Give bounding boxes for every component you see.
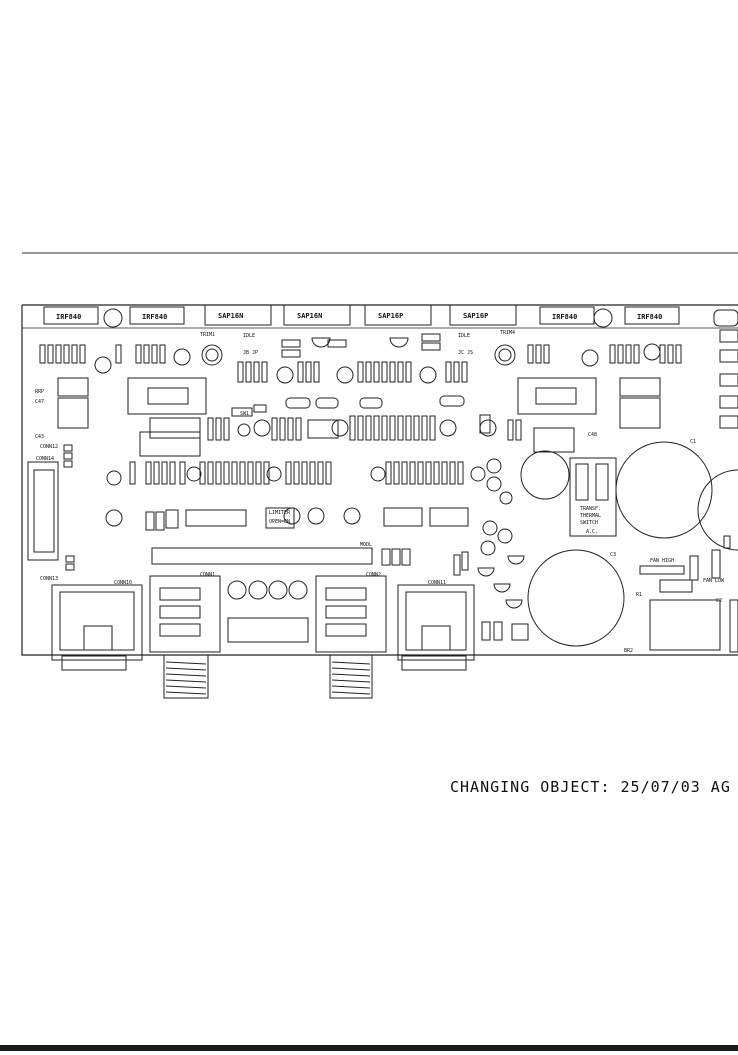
device-label: IRF840 xyxy=(552,313,577,321)
electrolytic-capacitor xyxy=(520,450,570,500)
device-label: IRF840 xyxy=(637,313,662,321)
thread-hatching xyxy=(165,661,371,695)
conn11-label: CONN11 xyxy=(428,580,446,586)
trimmer-right xyxy=(494,344,516,366)
c48-label: C48 xyxy=(588,432,597,438)
device-label: SAP16P xyxy=(463,312,488,320)
limiter-label: LIMITER xyxy=(269,510,291,516)
jp-left-label: JB JP xyxy=(243,350,258,356)
transf-label: TRANSF. xyxy=(580,506,601,512)
open-on-label: OPEN=ON xyxy=(269,519,290,525)
thermal-label: THERMAL xyxy=(580,513,601,519)
c3-label: C3 xyxy=(610,552,616,558)
device-label: SAP16N xyxy=(297,312,322,320)
c47-label: C47 xyxy=(35,399,44,405)
ac-label: A.C. xyxy=(586,529,598,535)
conn1-label: CONN1 xyxy=(200,572,215,578)
device-label: IRF840 xyxy=(56,313,81,321)
device-label: IRF840 xyxy=(142,313,167,321)
idle-right-label: IDLE xyxy=(458,333,470,339)
electrolytic-capacitor xyxy=(527,549,625,647)
switch-label: SWITCH xyxy=(580,520,598,526)
c2-label: C2 xyxy=(716,598,722,604)
c43-label: C43 xyxy=(35,434,44,440)
jp-right-label: JC JS xyxy=(458,350,473,356)
trim-left-label: TRIM1 xyxy=(200,332,215,338)
c1-label: C1 xyxy=(690,439,696,445)
idle-left-label: IDLE xyxy=(243,333,255,339)
trimmer-left xyxy=(201,344,223,366)
trim-right-label: TRIM4 xyxy=(500,330,515,336)
heatsink-transistors: IRF840 IRF840 SAP16N SAP16N SAP16P SAP16… xyxy=(43,304,680,326)
bottom-edge-bar xyxy=(0,1045,738,1051)
changing-object-caption: CHANGING OBJECT: 25/07/03 AG xyxy=(450,778,731,796)
sw1-label: SW1 xyxy=(240,411,249,417)
rrp-label: RRP xyxy=(35,389,44,395)
br2-label: BR2 xyxy=(624,648,633,654)
r1-label: R1 xyxy=(636,592,642,598)
fan-high-label: FAN HIGH xyxy=(650,558,674,564)
conn12-label: CONN12 xyxy=(40,444,58,450)
device-label: SAP16P xyxy=(378,312,403,320)
conn2-label: CONN2 xyxy=(366,572,381,578)
device-label: SAP16N xyxy=(218,312,243,320)
fan-low-label: FAN LOW xyxy=(703,578,725,584)
electrolytic-capacitor xyxy=(615,441,713,539)
mod-label: MODL xyxy=(360,542,372,548)
conn14-label: CONN14 xyxy=(36,456,54,462)
conn13-label: CONN13 xyxy=(40,576,58,582)
conn10-label: CONN10 xyxy=(114,580,132,586)
thermal-switch xyxy=(569,457,617,537)
bottom-connectors xyxy=(51,575,529,699)
